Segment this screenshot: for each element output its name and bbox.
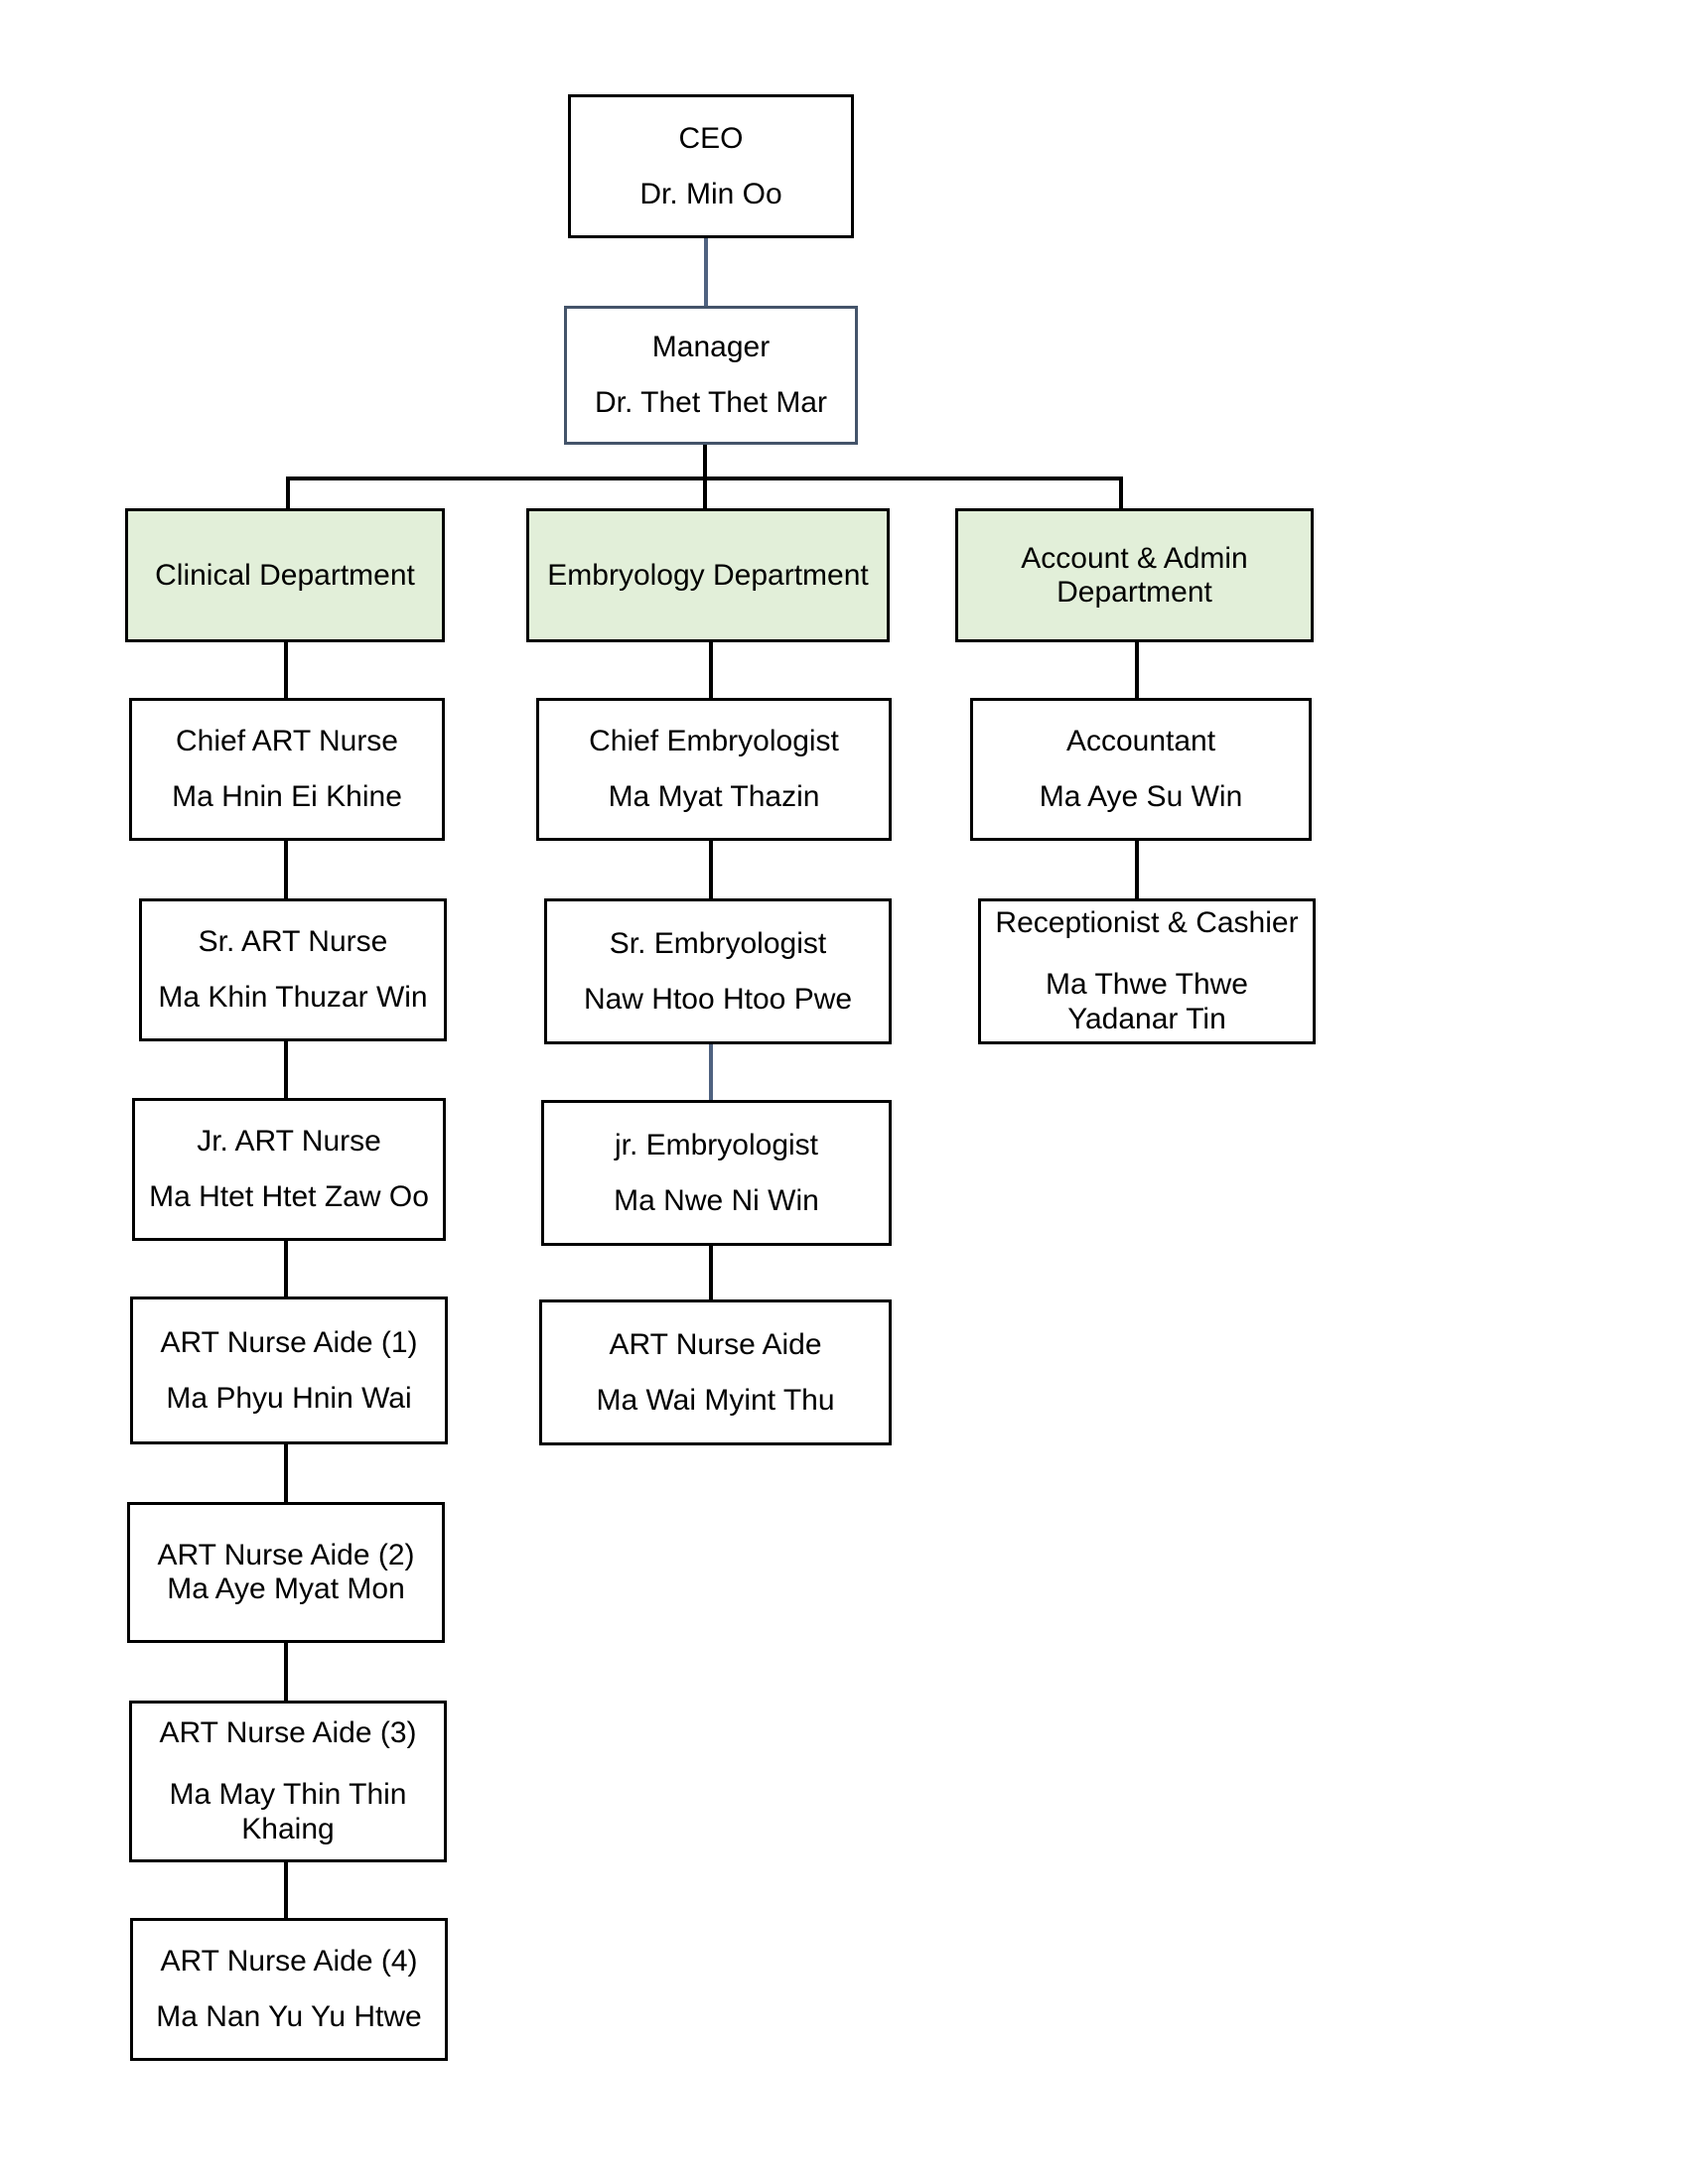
node-dept-account-label-line1: Account & Admin bbox=[1021, 541, 1248, 575]
node-manager[interactable]: Manager Dr. Thet Thet Mar bbox=[564, 306, 858, 445]
node-account-n2-role: Receptionist & Cashier bbox=[995, 906, 1299, 940]
connector-clinical-n5-n6 bbox=[284, 1643, 288, 1701]
node-clinical-sr-art-nurse[interactable]: Sr. ART Nurse Ma Khin Thuzar Win bbox=[139, 898, 447, 1041]
node-dept-clinical-label: Clinical Department bbox=[155, 558, 415, 592]
connector-embryology-n3-n4 bbox=[709, 1244, 713, 1299]
node-embryology-art-nurse-aide[interactable]: ART Nurse Aide Ma Wai Myint Thu bbox=[539, 1299, 892, 1445]
node-embryology-junior[interactable]: jr. Embryologist Ma Nwe Ni Win bbox=[541, 1100, 892, 1246]
node-clinical-n5-role: ART Nurse Aide (2) bbox=[157, 1539, 415, 1571]
node-account-receptionist-cashier[interactable]: Receptionist & Cashier Ma Thwe Thwe Yada… bbox=[978, 898, 1316, 1044]
node-clinical-n3-name: Ma Htet Htet Zaw Oo bbox=[149, 1180, 429, 1213]
node-ceo-role: CEO bbox=[678, 121, 744, 155]
node-dept-account[interactable]: Account & Admin Department bbox=[955, 508, 1314, 642]
node-manager-role: Manager bbox=[651, 331, 771, 363]
node-clinical-chief-art-nurse[interactable]: Chief ART Nurse Ma Hnin Ei Khine bbox=[129, 698, 445, 841]
node-dept-account-label-line2: Department bbox=[1056, 575, 1212, 609]
node-ceo-name: Dr. Min Oo bbox=[639, 177, 782, 210]
node-clinical-jr-art-nurse[interactable]: Jr. ART Nurse Ma Htet Htet Zaw Oo bbox=[132, 1098, 446, 1241]
connector-bus-to-account bbox=[1119, 477, 1123, 510]
connector-account-dept-n1 bbox=[1135, 640, 1139, 700]
connector-bus-to-embryology bbox=[703, 477, 707, 510]
node-ceo[interactable]: CEO Dr. Min Oo bbox=[568, 94, 854, 238]
node-embryology-n2-role: Sr. Embryologist bbox=[609, 926, 827, 960]
node-account-n1-role: Accountant bbox=[1065, 725, 1216, 757]
node-clinical-n4-role: ART Nurse Aide (1) bbox=[160, 1325, 418, 1359]
node-clinical-art-nurse-aide-1[interactable]: ART Nurse Aide (1) Ma Phyu Hnin Wai bbox=[130, 1297, 448, 1444]
node-account-accountant[interactable]: Accountant Ma Aye Su Win bbox=[970, 698, 1312, 841]
node-clinical-n1-role: Chief ART Nurse bbox=[176, 725, 398, 757]
node-embryology-senior[interactable]: Sr. Embryologist Naw Htoo Htoo Pwe bbox=[544, 898, 892, 1044]
node-clinical-n6-role: ART Nurse Aide (3) bbox=[159, 1716, 417, 1750]
node-dept-embryology-label: Embryology Department bbox=[547, 558, 869, 592]
connector-embryology-n2-n3 bbox=[709, 1042, 713, 1100]
node-embryology-n1-name: Ma Myat Thazin bbox=[608, 780, 820, 813]
node-clinical-n6-name: Ma May Thin Thin Khaing bbox=[169, 1777, 407, 1846]
node-clinical-art-nurse-aide-3[interactable]: ART Nurse Aide (3) Ma May Thin Thin Khai… bbox=[129, 1701, 447, 1862]
node-clinical-n7-name: Ma Nan Yu Yu Htwe bbox=[156, 2000, 422, 2033]
node-clinical-n5-name: Ma Aye Myat Mon bbox=[167, 1572, 405, 1605]
node-embryology-n3-name: Ma Nwe Ni Win bbox=[614, 1183, 819, 1217]
node-clinical-n2-name: Ma Khin Thuzar Win bbox=[158, 981, 428, 1014]
node-clinical-n3-role: Jr. ART Nurse bbox=[197, 1125, 381, 1158]
node-clinical-n7-role: ART Nurse Aide (4) bbox=[160, 1945, 418, 1978]
node-account-n2-name: Ma Thwe Thwe Yadanar Tin bbox=[1046, 967, 1248, 1036]
node-dept-clinical[interactable]: Clinical Department bbox=[125, 508, 445, 642]
node-embryology-n4-role: ART Nurse Aide bbox=[609, 1327, 822, 1361]
node-clinical-n1-name: Ma Hnin Ei Khine bbox=[172, 780, 402, 813]
connector-clinical-dept-n1 bbox=[284, 640, 288, 700]
connector-clinical-n2-n3 bbox=[284, 1040, 288, 1098]
node-clinical-art-nurse-aide-4[interactable]: ART Nurse Aide (4) Ma Nan Yu Yu Htwe bbox=[130, 1918, 448, 2061]
connector-ceo-manager bbox=[704, 236, 708, 308]
node-dept-embryology[interactable]: Embryology Department bbox=[526, 508, 890, 642]
node-embryology-n4-name: Ma Wai Myint Thu bbox=[596, 1383, 835, 1417]
node-clinical-n2-role: Sr. ART Nurse bbox=[198, 925, 388, 958]
node-embryology-chief[interactable]: Chief Embryologist Ma Myat Thazin bbox=[536, 698, 892, 841]
connector-clinical-n4-n5 bbox=[284, 1444, 288, 1502]
node-embryology-n1-role: Chief Embryologist bbox=[589, 725, 839, 757]
node-embryology-n3-role: jr. Embryologist bbox=[614, 1128, 819, 1161]
connector-clinical-n6-n7 bbox=[284, 1862, 288, 1918]
connector-bus-to-clinical bbox=[286, 477, 290, 510]
connector-clinical-n3-n4 bbox=[284, 1241, 288, 1297]
node-clinical-art-nurse-aide-2[interactable]: ART Nurse Aide (2) Ma Aye Myat Mon bbox=[127, 1502, 445, 1643]
node-manager-name: Dr. Thet Thet Mar bbox=[595, 386, 827, 419]
node-clinical-n4-name: Ma Phyu Hnin Wai bbox=[166, 1381, 412, 1415]
node-account-n1-name: Ma Aye Su Win bbox=[1039, 780, 1243, 813]
node-embryology-n2-name: Naw Htoo Htoo Pwe bbox=[583, 982, 853, 1016]
connector-embryology-n1-n2 bbox=[709, 839, 713, 898]
connector-embryology-dept-n1 bbox=[709, 640, 713, 700]
connector-clinical-n1-n2 bbox=[284, 839, 288, 898]
connector-account-n1-n2 bbox=[1135, 839, 1139, 898]
